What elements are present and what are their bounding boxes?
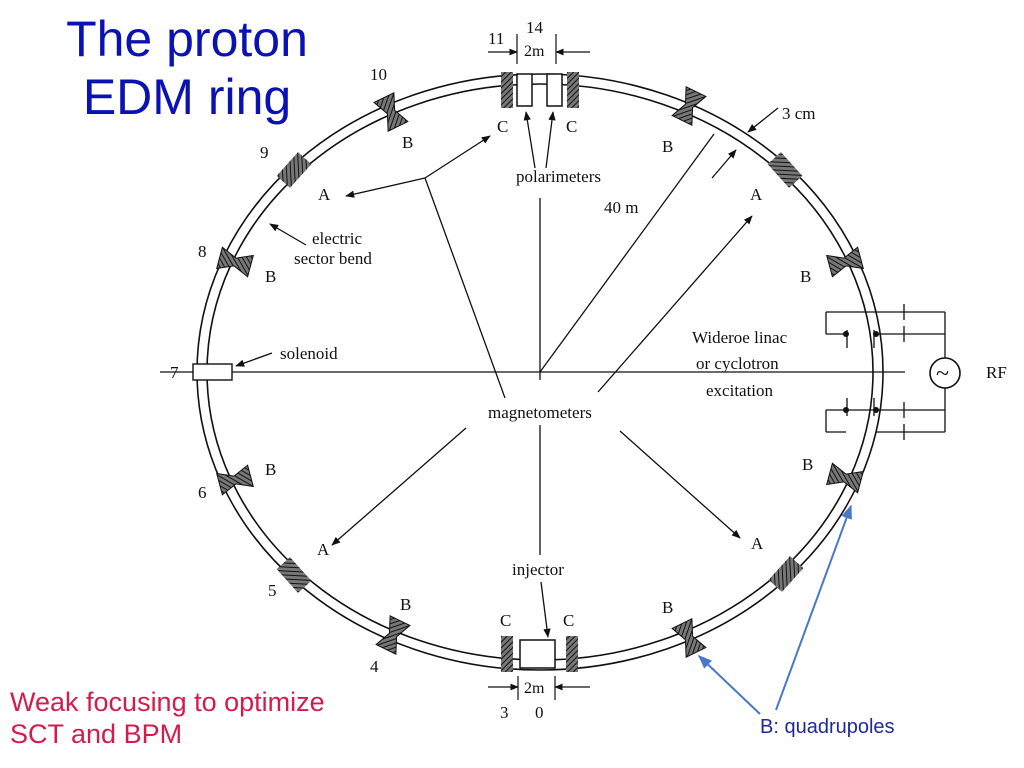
label-c-bottom-right: C (563, 611, 574, 630)
label-a-upper-left: A (318, 185, 331, 204)
polarimeter-arrow-left (523, 111, 536, 169)
label-wideroe-2: or cyclotron (696, 354, 779, 373)
label-b-bottom-left: B (400, 595, 411, 614)
quad-magnet-10 (373, 92, 409, 132)
quadrupole-note: B: quadrupoles (760, 716, 895, 738)
radius-arrow (711, 149, 737, 179)
quad-magnet-right-upper (826, 246, 864, 278)
bottom-injector-assembly (488, 636, 590, 700)
slide-title: The proton EDM ring (22, 10, 352, 126)
label-b-top-right: B (662, 137, 673, 156)
label-bottom-2m: 2m (524, 680, 545, 697)
label-a-upper-right: A (750, 185, 763, 204)
magnetometer-ray-lower-right (619, 430, 741, 539)
label-c-bottom-left: C (500, 611, 511, 630)
rf-node-dots (843, 331, 879, 413)
label-a-lower-right: A (751, 534, 764, 553)
quad-magnet-8 (216, 246, 254, 278)
top-polarimeter-assembly (488, 34, 590, 108)
label-7: 7 (170, 363, 179, 382)
label-10: 10 (370, 65, 387, 84)
label-sector-bend: sector bend (294, 249, 372, 268)
diagram-labels: 11 14 2m 10 9 8 7 6 5 4 3 0 2m C C C C A… (170, 18, 1007, 722)
quad-pointer-arrow-2 (697, 655, 761, 715)
label-electric: electric (312, 229, 362, 248)
label-8: 8 (198, 242, 207, 261)
a-magnet-bottom-right (768, 556, 804, 592)
label-b-left-lower: B (265, 460, 276, 479)
label-injector: injector (512, 560, 564, 579)
label-polarimeters: polarimeters (516, 167, 601, 186)
a-magnets (276, 152, 804, 593)
label-top-2m: 2m (524, 43, 545, 60)
label-b-bottom-right: B (662, 598, 673, 617)
gap-arrow (747, 107, 779, 133)
rf-source-circle (929, 357, 961, 389)
label-4: 4 (370, 657, 379, 676)
title-line-1: The proton (66, 11, 308, 67)
electric-pointer (269, 223, 307, 246)
label-9: 9 (260, 143, 269, 162)
quadrupole-magnets (216, 86, 864, 658)
injector-arrow (540, 581, 551, 638)
label-bottom-3: 3 (500, 703, 509, 722)
quad-magnet-6 (216, 464, 254, 496)
title-line-2: EDM ring (82, 69, 292, 125)
solenoid-box (192, 363, 233, 381)
a-magnet-top-right (767, 152, 803, 188)
solenoid-pointer (235, 352, 273, 367)
magnetometer-ray-lower-left (331, 427, 467, 546)
pointer-to-upper-left-a (345, 177, 426, 198)
magnetometer-ray-upper-left (424, 177, 506, 399)
label-solenoid: solenoid (280, 344, 338, 363)
label-5: 5 (268, 581, 277, 600)
a-magnet-5 (276, 557, 312, 593)
label-b-right-lower: B (802, 455, 813, 474)
label-11: 11 (488, 29, 504, 48)
pointer-to-left-c (424, 135, 491, 179)
caption-line-1: Weak focusing to optimize (10, 687, 325, 717)
polarimeter-arrow-right (545, 111, 556, 169)
quad-magnet-right-lower (826, 462, 864, 494)
label-wideroe-1: Wideroe linac (692, 328, 788, 347)
quad-pointer-arrow-1 (775, 504, 852, 711)
magnetometer-ray-upper-right (597, 215, 753, 393)
label-6: 6 (198, 483, 207, 502)
label-b-top-left: B (402, 133, 413, 152)
quad-magnet-top-right (671, 86, 707, 126)
rf-source-symbol: ~ (936, 361, 949, 387)
a-magnet-9 (276, 152, 312, 188)
label-a-lower-left: A (317, 540, 330, 559)
quad-magnet-4 (375, 615, 411, 655)
label-b-left-upper: B (265, 267, 276, 286)
label-c-top-left: C (497, 117, 508, 136)
label-c-top-right: C (566, 117, 577, 136)
label-b-right-upper: B (800, 267, 811, 286)
label-gap: 3 cm (782, 104, 816, 123)
label-14: 14 (526, 18, 544, 37)
label-rf: RF (986, 363, 1007, 382)
label-magnetometers: magnetometers (488, 403, 592, 422)
radius-line (539, 133, 715, 373)
label-wideroe-3: excitation (706, 381, 774, 400)
label-radius: 40 m (604, 198, 638, 217)
caption-line-2: SCT and BPM (10, 719, 183, 749)
quad-magnet-bottom-right (671, 618, 707, 658)
label-bottom-0: 0 (535, 703, 544, 722)
bottom-caption: Weak focusing to optimize SCT and BPM (10, 686, 430, 750)
